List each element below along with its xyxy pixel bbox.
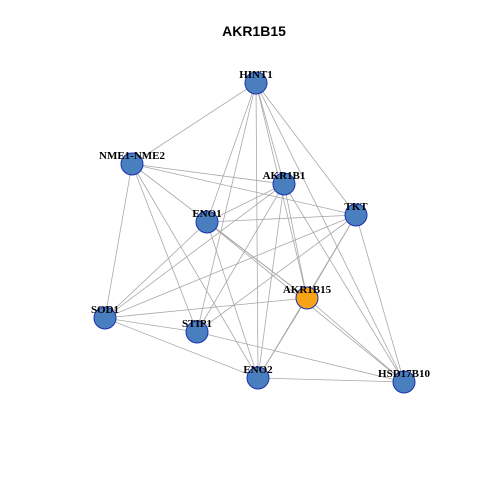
node-circle-sod1 — [93, 306, 117, 330]
edge-hint1-tkt — [255, 82, 357, 216]
node-label-akr1b1: AKR1B1 — [263, 170, 306, 182]
edge-akr1b15-hsd17b10 — [306, 297, 405, 383]
node-label-akr1b15: AKR1B15 — [283, 284, 332, 296]
node-label-nme1-nme2: NME1-NME2 — [99, 150, 165, 162]
node-label-tkt: TKT — [344, 201, 368, 213]
edge-hint1-nme1-nme2 — [131, 82, 257, 165]
node-circle-hsd17b10 — [392, 370, 416, 394]
edge-eno1-akr1b15 — [206, 221, 308, 299]
edge-akr1b15-eno2 — [257, 297, 308, 379]
node-label-eno2: ENO2 — [243, 364, 273, 376]
node-eno1: ENO1 — [192, 208, 222, 234]
edge-sod1-eno2 — [104, 317, 259, 379]
node-circle-nme1-nme2 — [120, 152, 144, 176]
node-circle-eno1 — [195, 210, 219, 234]
edge-akr1b1-sod1 — [104, 183, 285, 319]
diagram-title: AKR1B15 — [222, 23, 286, 39]
edge-hint1-eno1 — [206, 82, 257, 223]
node-circle-hint1 — [244, 71, 268, 95]
node-circle-akr1b15 — [295, 286, 319, 310]
node-label-hsd17b10: HSD17B10 — [378, 368, 430, 380]
edge-eno1-sod1 — [104, 221, 208, 319]
edge-akr1b1-eno1 — [206, 183, 285, 223]
edge-akr1b15-sod1 — [104, 297, 308, 319]
node-akr1b15: AKR1B15 — [283, 284, 332, 310]
edge-tkt-stip1 — [196, 214, 357, 333]
edge-nme1-nme2-eno2 — [131, 163, 259, 379]
node-circle-stip1 — [185, 320, 209, 344]
node-hint1: HINT1 — [239, 69, 273, 95]
node-label-hint1: HINT1 — [239, 69, 273, 81]
edge-nme1-nme2-akr1b1 — [131, 163, 285, 185]
edge-sod1-stip1 — [104, 317, 198, 333]
edge-layer — [104, 82, 405, 383]
node-stip1: STIP1 — [182, 318, 212, 344]
edge-nme1-nme2-tkt — [131, 163, 357, 216]
node-label-stip1: STIP1 — [182, 318, 212, 330]
edge-akr1b1-stip1 — [196, 183, 285, 333]
edge-hint1-akr1b1 — [255, 82, 285, 185]
node-eno2: ENO2 — [243, 364, 273, 390]
node-circle-tkt — [344, 203, 368, 227]
node-nme1-nme2: NME1-NME2 — [99, 150, 165, 176]
edge-stip1-hsd17b10 — [196, 331, 405, 383]
edge-hint1-hsd17b10 — [255, 82, 405, 383]
node-circle-akr1b1 — [272, 172, 296, 196]
node-circle-eno2 — [246, 366, 270, 390]
edge-nme1-nme2-stip1 — [131, 163, 198, 333]
edge-tkt-sod1 — [104, 214, 357, 319]
node-label-sod1: SOD1 — [91, 304, 119, 316]
edge-akr1b1-hsd17b10 — [283, 183, 405, 383]
edge-akr1b1-eno2 — [257, 183, 285, 379]
node-label-eno1: ENO1 — [192, 208, 221, 220]
node-sod1: SOD1 — [91, 304, 119, 330]
edge-eno1-tkt — [206, 214, 357, 223]
node-hsd17b10: HSD17B10 — [378, 368, 430, 394]
edge-nme1-nme2-sod1 — [104, 163, 133, 319]
edge-eno2-hsd17b10 — [257, 377, 405, 383]
edge-akr1b1-akr1b15 — [283, 183, 308, 299]
edge-eno1-eno2 — [206, 221, 259, 379]
node-akr1b1: AKR1B1 — [263, 170, 306, 196]
node-tkt: TKT — [344, 201, 368, 227]
edge-tkt-hsd17b10 — [355, 214, 405, 383]
